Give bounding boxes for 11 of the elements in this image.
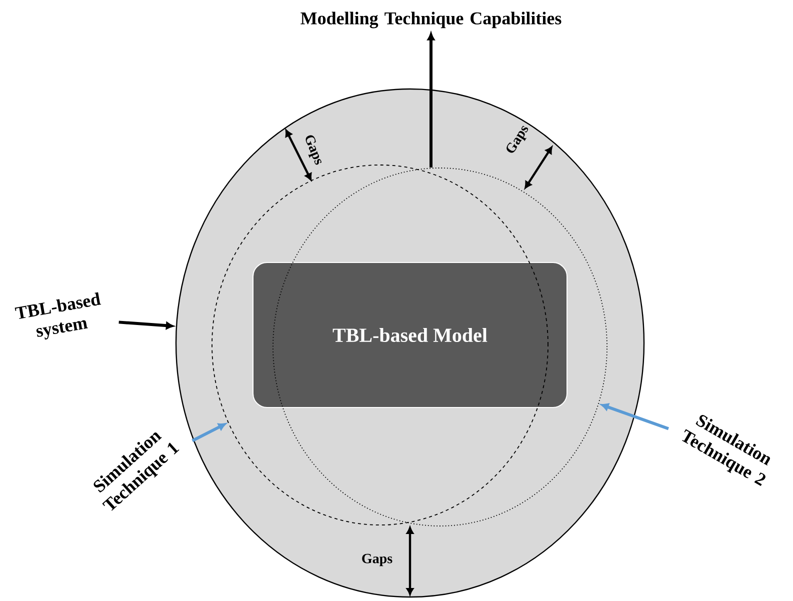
ellipse-outline bbox=[212, 164, 548, 526]
ellipse-outline bbox=[272, 168, 608, 526]
text-label: Modelling Technique Capabilities bbox=[300, 12, 562, 28]
arrow bbox=[601, 403, 669, 430]
model-box: TBL-based Model bbox=[252, 262, 568, 408]
arrow bbox=[192, 423, 226, 442]
arrow bbox=[427, 32, 435, 168]
text-label: TBL-based system bbox=[14, 292, 102, 340]
arrow bbox=[118, 320, 174, 330]
gap-label: Gaps bbox=[306, 135, 322, 165]
gap-label: Gaps bbox=[362, 554, 392, 566]
